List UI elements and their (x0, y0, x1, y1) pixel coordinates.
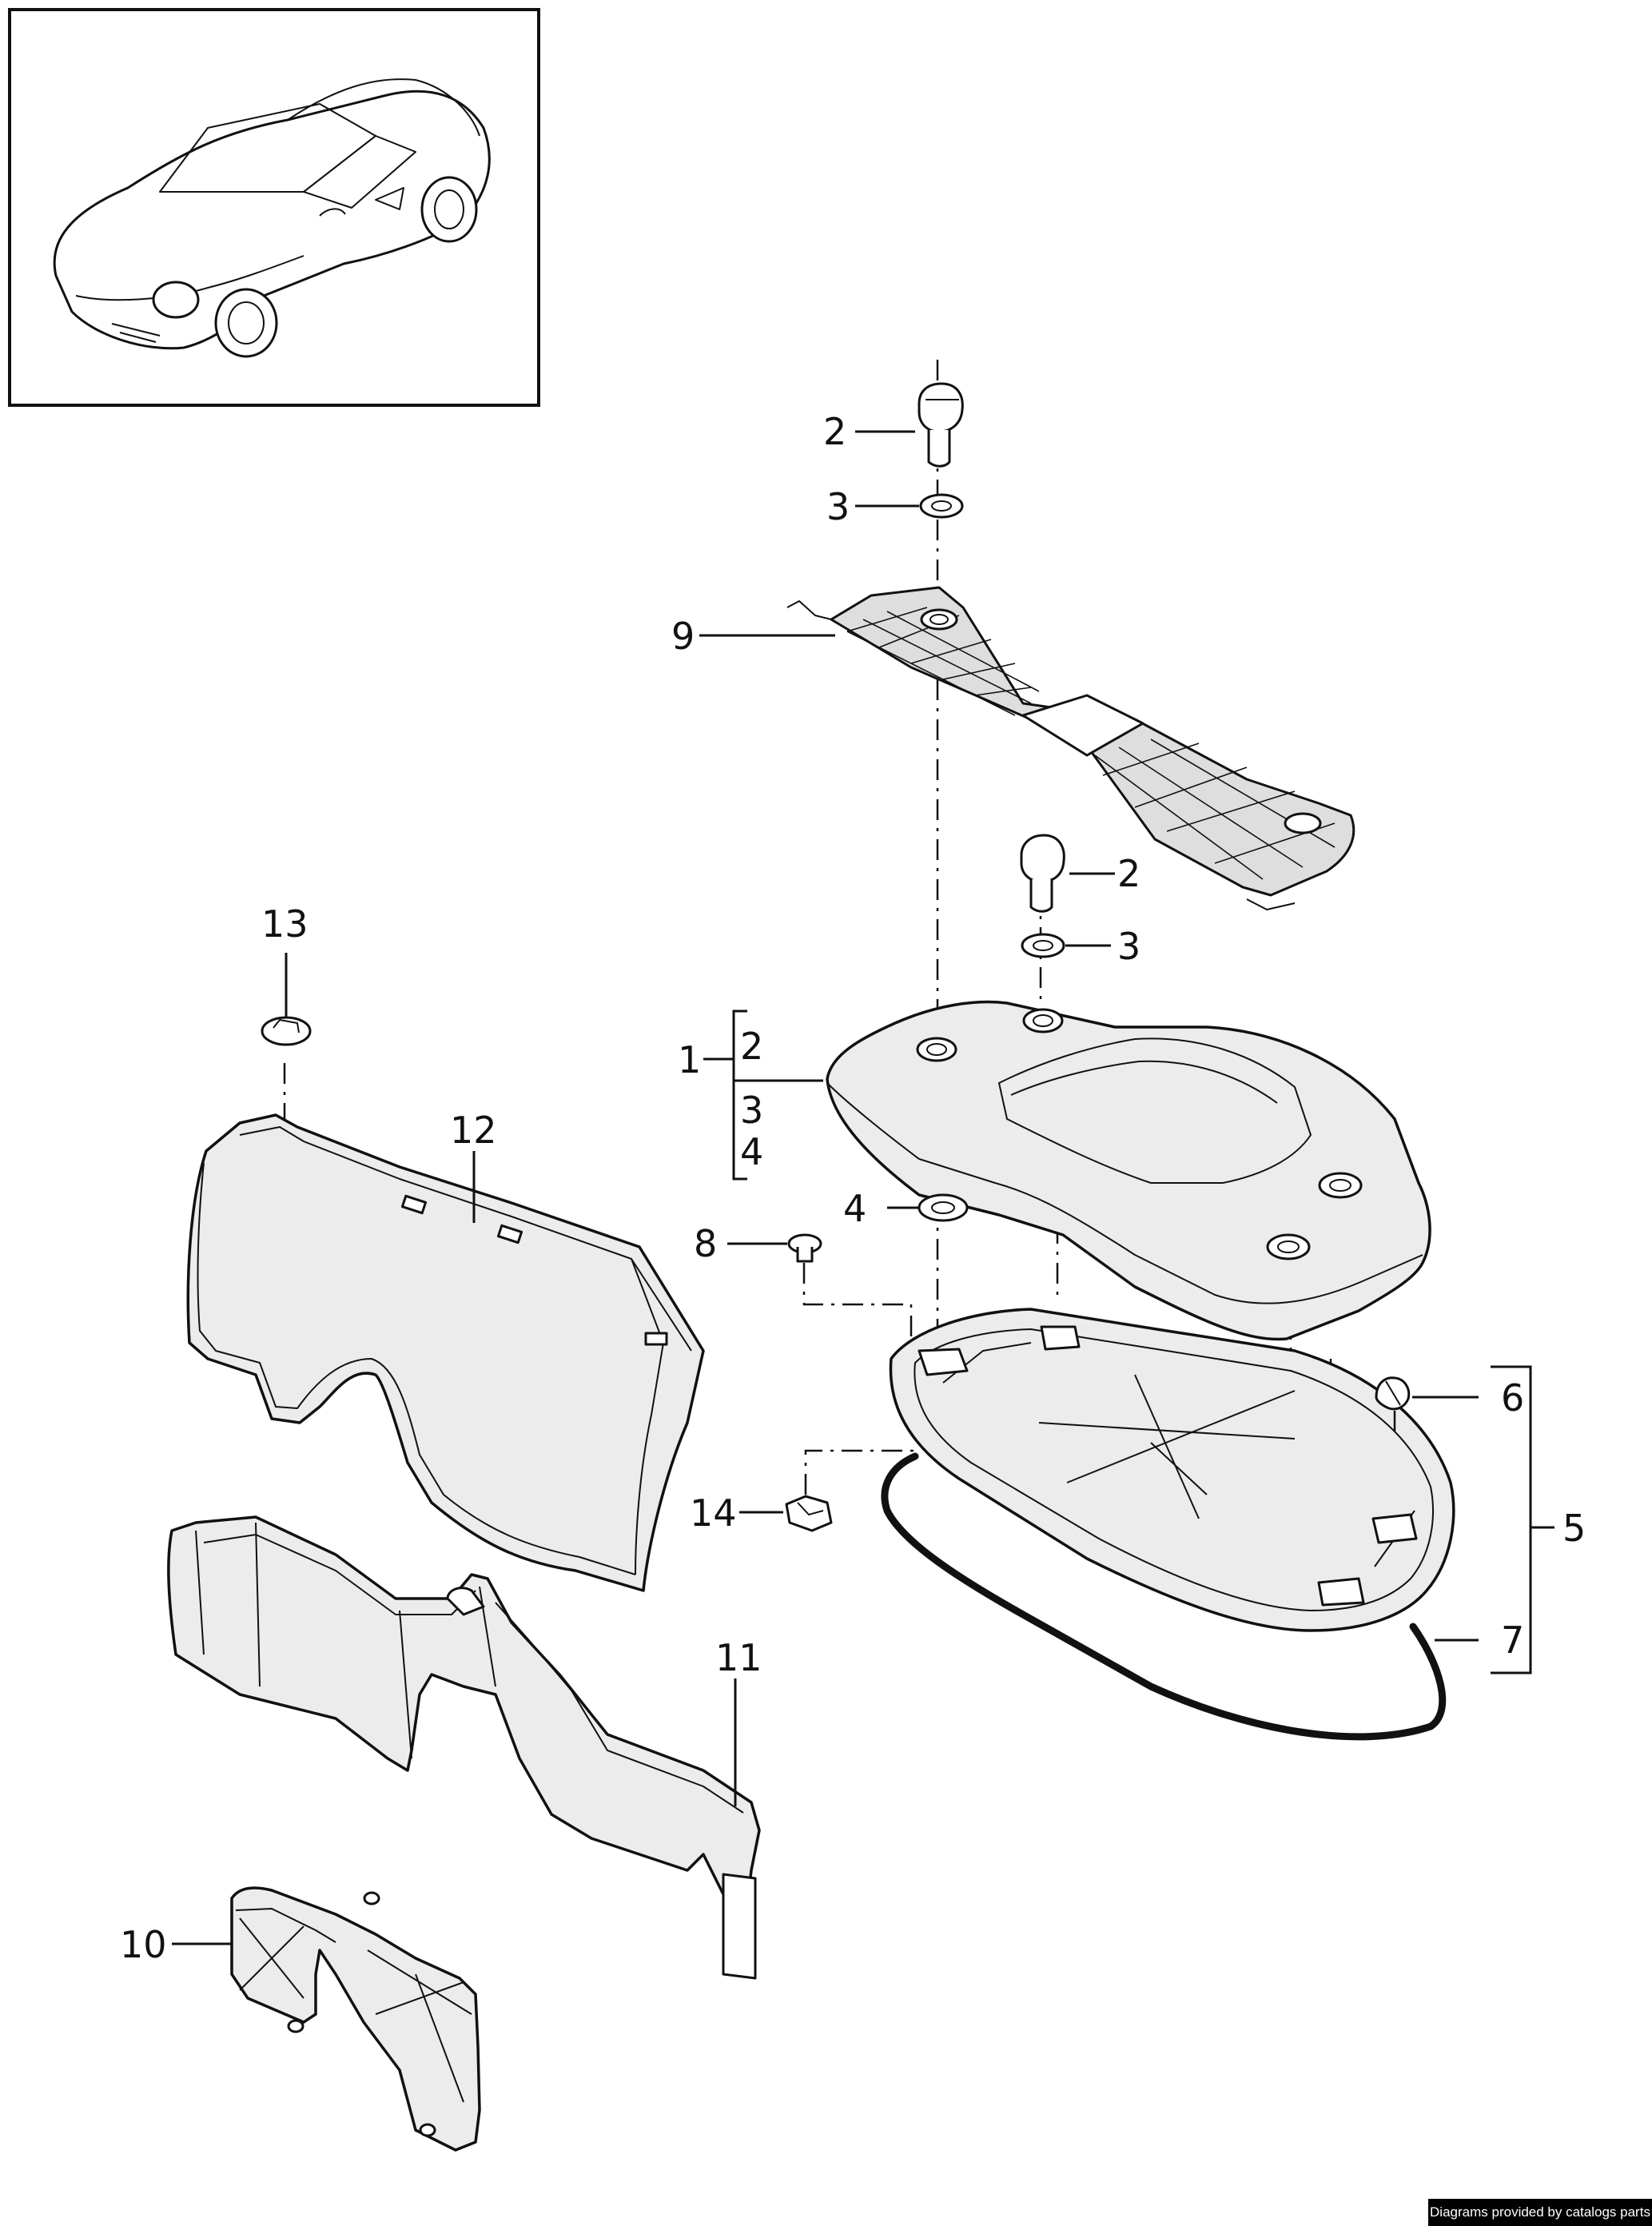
part-13-clip (261, 1016, 312, 1046)
callout-3-upper: 3 (826, 485, 850, 528)
callout-12: 12 (450, 1109, 497, 1152)
callout-4: 4 (843, 1187, 866, 1230)
callout-5: 5 (1562, 1507, 1586, 1550)
callout-2-upper: 2 (823, 410, 846, 453)
part-12-front-panel (186, 1113, 705, 1592)
part-4-washer (918, 1193, 969, 1222)
car-thumbnail (8, 8, 540, 407)
part-11-lower-panel (167, 1515, 761, 1980)
callout-11: 11 (715, 1636, 762, 1679)
callout-9: 9 (671, 615, 695, 658)
callout-10: 10 (120, 1923, 167, 1966)
callout-14: 14 (690, 1491, 737, 1535)
callout-1-sub-3: 3 (740, 1089, 763, 1132)
callout-2-lower: 2 (1117, 852, 1140, 895)
callout-1-sub-4: 4 (740, 1130, 763, 1173)
callout-1-sub-2: 2 (740, 1025, 763, 1068)
diagram-credit-badge: Diagrams provided by catalogs parts (1428, 2199, 1652, 2226)
part-1-trim-cover (826, 1000, 1431, 1341)
callout-7: 7 (1501, 1619, 1524, 1662)
part-8-screw (787, 1233, 822, 1263)
callout-8: 8 (694, 1222, 717, 1265)
callout-3-lower: 3 (1117, 925, 1140, 968)
net-mesh-left (846, 607, 1040, 716)
part-9-storage-net (786, 586, 1355, 910)
part-7-rubber-seal (881, 1452, 1447, 1741)
part-3-upper-washer (919, 493, 964, 519)
part-6-clip (1375, 1376, 1411, 1439)
part-5-storage-tray (889, 1308, 1455, 1632)
callout-labels: 2 3 9 2 3 13 1 2 3 4 12 4 8 6 5 14 7 11 … (120, 410, 1586, 1966)
callout-13: 13 (261, 902, 309, 946)
part-3-lower-washer (1021, 933, 1065, 958)
part-14-clip-nut (785, 1495, 833, 1532)
net-mesh-right (1094, 739, 1336, 880)
callout-6: 6 (1501, 1376, 1524, 1420)
leader-lines (172, 430, 1554, 1945)
part-2-lower-clip (1020, 834, 1065, 913)
callout-1: 1 (678, 1038, 701, 1081)
roadster-car-icon (53, 78, 491, 358)
part-2-upper-clip (918, 382, 964, 468)
part-10-bracket (230, 1886, 481, 2152)
